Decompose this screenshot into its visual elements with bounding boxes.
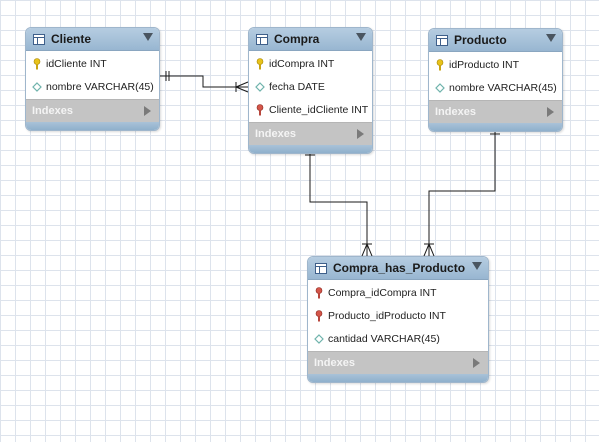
table-footer — [429, 123, 562, 131]
column-row[interactable]: Producto_idProducto INT — [308, 304, 488, 327]
column-row[interactable]: Cliente_idCliente INT — [249, 98, 372, 121]
indexes-bar[interactable]: Indexes — [249, 122, 372, 145]
column-label: idProducto INT — [449, 58, 520, 71]
attribute-diamond-icon — [314, 333, 324, 345]
column-row[interactable]: nombre VARCHAR(45) — [429, 76, 562, 99]
column-label: fecha DATE — [269, 80, 325, 93]
column-list: idProducto INT nombre VARCHAR(45) — [429, 52, 562, 100]
indexes-bar[interactable]: Indexes — [429, 100, 562, 123]
collapse-arrow-icon[interactable] — [546, 34, 556, 42]
collapse-arrow-icon[interactable] — [143, 33, 153, 41]
expand-arrow-icon[interactable] — [473, 358, 480, 368]
indexes-label: Indexes — [32, 105, 73, 117]
indexes-bar[interactable]: Indexes — [308, 351, 488, 374]
column-label: idCliente INT — [46, 57, 107, 70]
rel-compra-compra-has-producto[interactable] — [305, 148, 373, 257]
column-label: nombre VARCHAR(45) — [46, 80, 154, 93]
column-label: Producto_idProducto INT — [328, 309, 446, 322]
fk-key-icon — [314, 286, 324, 299]
table-footer — [308, 374, 488, 382]
column-row[interactable]: idCliente INT — [26, 52, 159, 75]
fk-key-icon — [314, 309, 324, 322]
table-header[interactable]: Compra_has_Producto — [308, 257, 488, 280]
indexes-label: Indexes — [255, 128, 296, 140]
table-footer — [26, 122, 159, 130]
collapse-arrow-icon[interactable] — [356, 33, 366, 41]
column-list: idCompra INT fecha DATE Cliente_idClient… — [249, 51, 372, 122]
column-list: idCliente INT nombre VARCHAR(45) — [26, 51, 159, 99]
column-label: Compra_idCompra INT — [328, 286, 437, 299]
column-row[interactable]: cantidad VARCHAR(45) — [308, 327, 488, 350]
rel-cliente-compra[interactable] — [159, 71, 249, 93]
table-compra-has-producto[interactable]: Compra_has_Producto Compra_idCompra INT … — [307, 256, 489, 383]
table-producto[interactable]: Producto idProducto INT nombre VARCHAR(4… — [428, 28, 563, 132]
fk-key-icon — [255, 103, 265, 116]
table-name: Producto — [454, 33, 507, 47]
indexes-label: Indexes — [435, 106, 476, 118]
table-cliente[interactable]: Cliente idCliente INT nombre VARCHAR(45)… — [25, 27, 160, 131]
table-header[interactable]: Producto — [429, 29, 562, 52]
attribute-diamond-icon — [32, 81, 42, 93]
attribute-diamond-icon — [435, 82, 445, 94]
column-list: Compra_idCompra INT Producto_idProducto … — [308, 280, 488, 351]
collapse-arrow-icon[interactable] — [472, 262, 482, 270]
expand-arrow-icon[interactable] — [547, 107, 554, 117]
table-icon — [256, 33, 268, 45]
column-label: cantidad VARCHAR(45) — [328, 332, 440, 345]
column-row[interactable]: fecha DATE — [249, 75, 372, 98]
table-icon — [33, 33, 45, 45]
column-row[interactable]: idCompra INT — [249, 52, 372, 75]
column-label: Cliente_idCliente INT — [269, 103, 369, 116]
column-row[interactable]: Compra_idCompra INT — [308, 281, 488, 304]
table-name: Compra_has_Producto — [333, 261, 466, 275]
table-header[interactable]: Cliente — [26, 28, 159, 51]
indexes-bar[interactable]: Indexes — [26, 99, 159, 122]
column-label: nombre VARCHAR(45) — [449, 81, 557, 94]
indexes-label: Indexes — [314, 357, 355, 369]
rel-producto-compra-has-producto[interactable] — [423, 126, 500, 257]
pk-key-icon — [32, 57, 42, 70]
column-label: idCompra INT — [269, 57, 335, 70]
expand-arrow-icon[interactable] — [144, 106, 151, 116]
attribute-diamond-icon — [255, 81, 265, 93]
pk-key-icon — [255, 57, 265, 70]
table-compra[interactable]: Compra idCompra INT fecha DATE Cliente_i… — [248, 27, 373, 154]
table-header[interactable]: Compra — [249, 28, 372, 51]
table-name: Cliente — [51, 32, 92, 46]
table-footer — [249, 145, 372, 153]
table-name: Compra — [274, 32, 320, 46]
table-icon — [315, 262, 327, 274]
table-icon — [436, 34, 448, 46]
expand-arrow-icon[interactable] — [357, 129, 364, 139]
pk-key-icon — [435, 58, 445, 71]
column-row[interactable]: nombre VARCHAR(45) — [26, 75, 159, 98]
column-row[interactable]: idProducto INT — [429, 53, 562, 76]
